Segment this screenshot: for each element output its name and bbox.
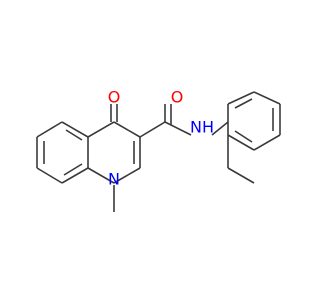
bond-line	[211, 121, 229, 136]
bond-line	[139, 121, 166, 138]
bond-line	[36, 121, 63, 138]
bond-line	[227, 134, 255, 151]
bond-line	[253, 91, 281, 105]
bond-line	[227, 91, 255, 105]
bond-line	[113, 121, 141, 138]
bond-line	[234, 130, 253, 143]
bond-line	[234, 98, 253, 109]
bond-line	[253, 134, 281, 151]
amide-oxygen-label: O	[171, 88, 184, 107]
bond-line	[65, 129, 83, 141]
bond-line	[113, 167, 141, 184]
ring-nitrogen-label: N	[108, 170, 120, 189]
bond-line	[61, 121, 89, 138]
bond-line	[61, 167, 89, 184]
bond-line	[87, 121, 115, 138]
amide-nh-label: NH	[190, 118, 214, 137]
bond-line	[227, 167, 255, 184]
ketone-oxygen-label: O	[108, 88, 121, 107]
bond-line	[36, 167, 63, 184]
molecule-structure: O O N NH	[36, 88, 281, 212]
bond-lines	[36, 91, 281, 212]
bond-line	[63, 163, 83, 176]
bond-line	[164, 121, 192, 136]
bond-line	[87, 167, 115, 184]
